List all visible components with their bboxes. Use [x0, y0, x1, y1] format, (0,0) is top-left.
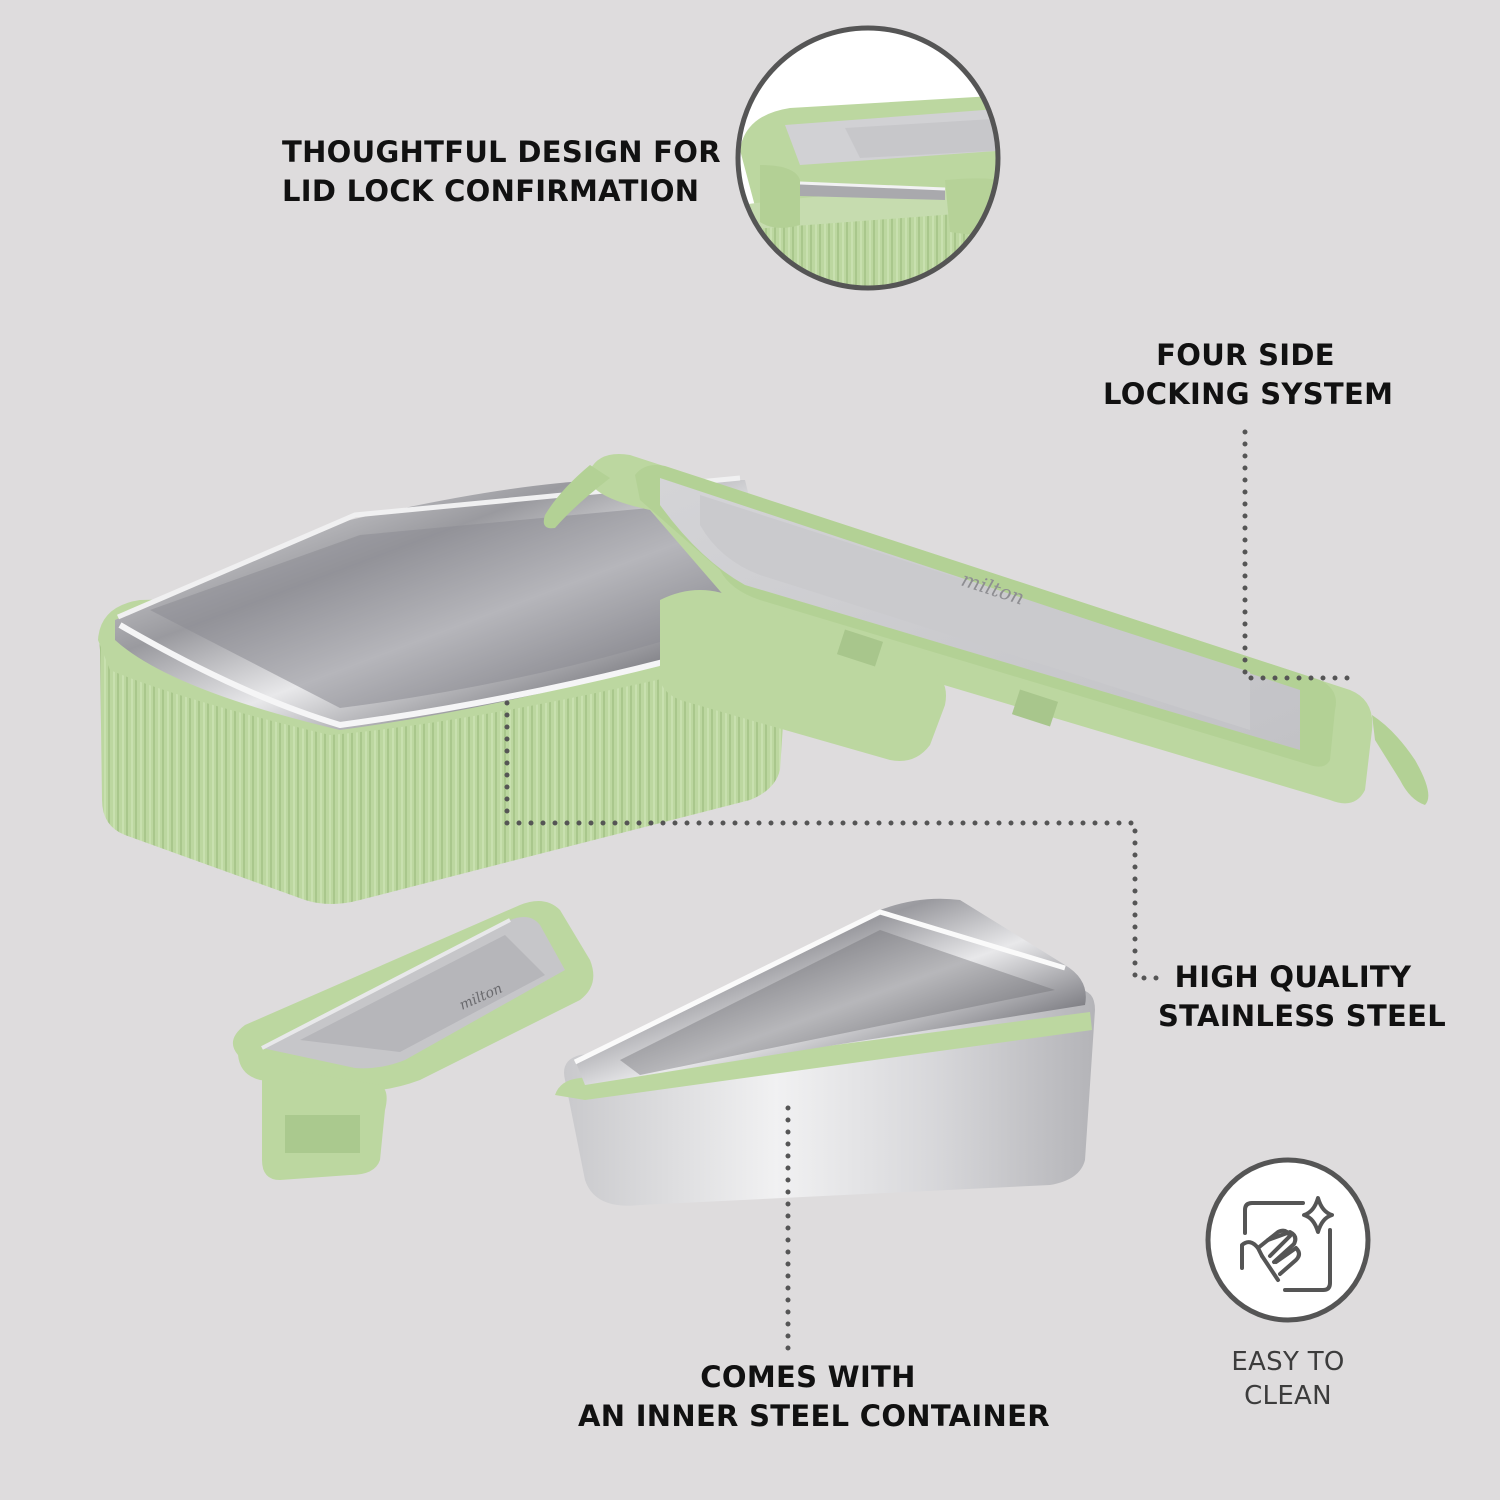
lid-lock-detail-circle [735, 25, 1001, 291]
large-lid: milton [543, 454, 1429, 805]
feature-locking-system: FOUR SIDE LOCKING SYSTEM [1103, 338, 1394, 411]
callout-line-locking [1242, 429, 1360, 681]
callout-lines [504, 429, 1360, 1353]
feature-easy-clean: EASY TO CLEAN [1231, 1347, 1345, 1411]
easy-clean-badge [1205, 1157, 1371, 1323]
callout-line-steel [504, 700, 1163, 981]
feature-inner-container: COMES WITH AN INNER STEEL CONTAINER [578, 1360, 1050, 1433]
feature-stainless-steel: HIGH QUALITY STAINLESS STEEL [1158, 960, 1447, 1033]
small-lid: milton [232, 901, 594, 1180]
hand-wipe-sparkle-icon [1240, 1196, 1334, 1292]
feature-lid-lock: THOUGHTFUL DESIGN FOR LID LOCK CONFIRMAT… [282, 135, 721, 208]
inner-steel-container [555, 898, 1095, 1206]
